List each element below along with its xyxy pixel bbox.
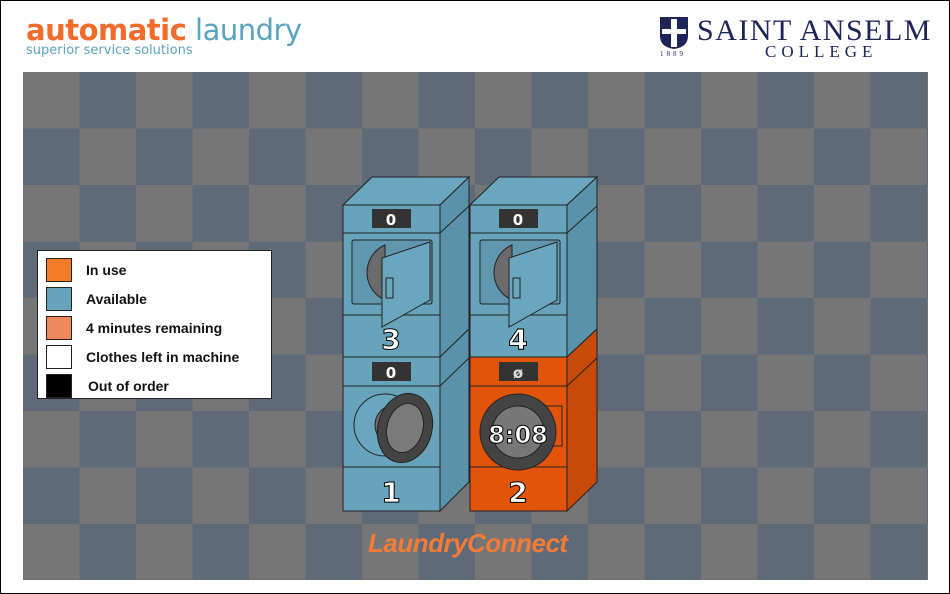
legend-swatch: [46, 287, 72, 311]
legend-label: Clothes left in machine: [86, 349, 240, 365]
machine-3-display: [372, 209, 411, 228]
legend-label: 4 minutes remaining: [86, 320, 223, 336]
legend-swatch: [46, 345, 72, 369]
machine-3-dryer[interactable]: [341, 175, 471, 359]
machine-2-washer[interactable]: [469, 327, 598, 513]
machine-3-number: 3: [381, 323, 400, 356]
college-name: SAINT ANSELM: [697, 14, 932, 47]
saint-anselm-logo: 1889 SAINT ANSELM COLLEGE: [657, 14, 932, 62]
machine-2-display: [499, 362, 538, 381]
machine-4-dryer[interactable]: [468, 175, 599, 359]
machine-1-number: 1: [381, 476, 400, 509]
legend-item-out-of-order: Out of order: [46, 374, 169, 398]
college-year: 1889: [660, 50, 686, 58]
logo-tagline: superior service solutions: [26, 43, 193, 58]
legend-swatch: [46, 374, 72, 398]
legend-label: In use: [86, 262, 127, 278]
college-shield-icon: [660, 17, 688, 49]
machine-3-display-value: 0: [386, 211, 396, 229]
legend-swatch: [46, 258, 72, 282]
legend-label: Available: [86, 291, 147, 307]
college-subtitle: COLLEGE: [765, 42, 878, 61]
legend-swatch: [46, 316, 72, 340]
machine-4-number: 4: [508, 323, 527, 356]
machine-2-number: 2: [508, 476, 527, 509]
status-legend: In use Available 4 minutes remaining Clo…: [37, 250, 272, 399]
legend-item-4-minutes: 4 minutes remaining: [46, 316, 222, 340]
logo-word-laundry: laundry: [186, 13, 302, 47]
machine-1-display-value: 0: [386, 364, 396, 382]
legend-item-clothes-left: Clothes left in machine: [46, 345, 239, 369]
logo-word-automatic: automatic: [26, 13, 187, 47]
automatic-laundry-logo: automatic laundry superior service solut…: [26, 14, 302, 58]
machine-4-display: [499, 209, 538, 228]
machine-1-washer[interactable]: [342, 327, 470, 513]
legend-label: Out of order: [88, 378, 169, 394]
machine-1-display: [372, 362, 411, 381]
legend-item-available: Available: [46, 287, 147, 311]
machine-4-display-value: 0: [513, 211, 523, 229]
laundryconnect-brand: LaundryConnect: [368, 528, 568, 558]
legend-item-in-use: In use: [46, 258, 126, 282]
machine-2-timer: 8:08: [488, 421, 548, 449]
machine-2-display-value: ø: [513, 364, 523, 382]
